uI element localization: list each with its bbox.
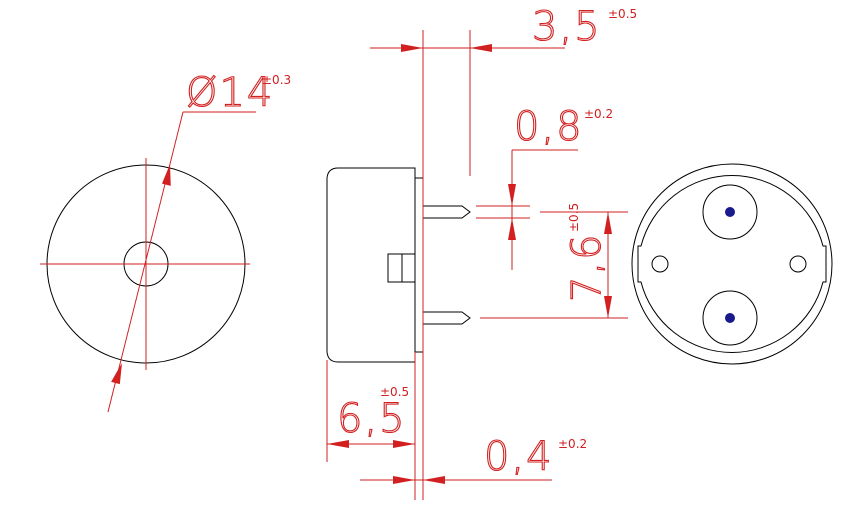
body-height-arrow-right <box>393 440 415 448</box>
side-body-outline <box>326 167 416 363</box>
pin-spacing-tolerance: ±0.5 <box>567 203 581 232</box>
pin-spacing-value: 7,6 <box>564 232 610 302</box>
side-view: 3,5 ±0.5 0,8 ±0.2 7,6 ±0.5 6,5 ±0.5 0,4 … <box>326 3 637 500</box>
pin-diameter-arrow-top <box>508 184 516 206</box>
bottom-body-outline <box>631 163 833 365</box>
bottom-view <box>631 163 833 365</box>
diameter-value: Ø14 <box>186 70 274 116</box>
mounting-hole-left <box>651 255 669 273</box>
pin-length-value: 3,5 <box>532 4 602 50</box>
standoff-tolerance: ±0.2 <box>558 437 587 451</box>
front-view: Ø14 ±0.3 <box>40 69 291 413</box>
standoff-arrow-left <box>393 476 415 484</box>
pin-dot-lower <box>725 313 735 323</box>
pin-diameter-arrow-bottom <box>508 218 516 240</box>
body-height-tolerance: ±0.5 <box>380 385 409 399</box>
pin-length-arrow-right <box>470 44 492 52</box>
body-height-arrow-left <box>327 440 349 448</box>
diameter-arrow-top <box>162 164 171 186</box>
diameter-arrow-bottom <box>111 363 122 385</box>
diameter-tolerance: ±0.3 <box>262 73 291 87</box>
pin-pad-upper <box>702 184 758 240</box>
diameter-leader-line <box>107 111 184 413</box>
pin-length-arrow-left <box>401 44 423 52</box>
standoff-value: 0,4 <box>484 434 554 480</box>
side-pin-upper <box>423 205 471 219</box>
body-height-value: 6,5 <box>337 396 407 442</box>
bottom-base-outline <box>637 175 827 353</box>
mounting-hole-right <box>789 255 807 273</box>
side-pin-lower <box>423 311 471 325</box>
side-base-plate <box>414 177 424 353</box>
pin-pad-lower <box>702 290 758 346</box>
standoff-arrow-right <box>423 476 445 484</box>
pin-diameter-tolerance: ±0.2 <box>584 107 613 121</box>
pin-diameter-value: 0,8 <box>514 104 584 150</box>
pin-spacing-arrow-top <box>604 212 612 234</box>
pin-dot-upper <box>725 207 735 217</box>
pin-length-tolerance: ±0.5 <box>608 7 637 21</box>
pin-spacing-arrow-bottom <box>604 296 612 318</box>
